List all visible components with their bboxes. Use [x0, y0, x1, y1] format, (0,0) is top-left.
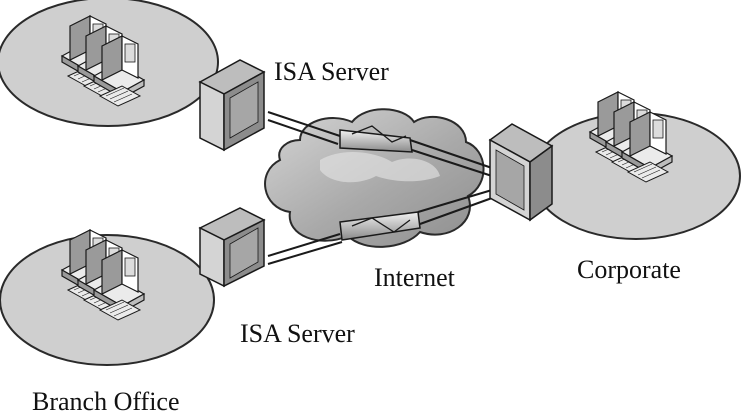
vpn-tunnel-lower — [267, 189, 493, 265]
desktop-computer-icon — [93, 249, 145, 321]
isa-server-firewall-icon — [488, 123, 554, 222]
corporate-label: Corporate — [577, 255, 681, 284]
isa-server-label-top: ISA Server — [274, 57, 389, 86]
desktop-computer-icon — [93, 35, 145, 107]
isa-server-label-bottom: ISA Server — [240, 319, 355, 348]
desktop-computer-icon — [621, 111, 673, 183]
internet-cloud-icon — [264, 108, 485, 248]
internet-label: Internet — [374, 263, 456, 292]
vpn-tunnel-upper — [267, 111, 493, 177]
branch-office-label: Branch Office — [32, 387, 180, 413]
isa-server-firewall-icon — [198, 59, 266, 152]
isa-server-firewall-icon — [198, 207, 266, 288]
